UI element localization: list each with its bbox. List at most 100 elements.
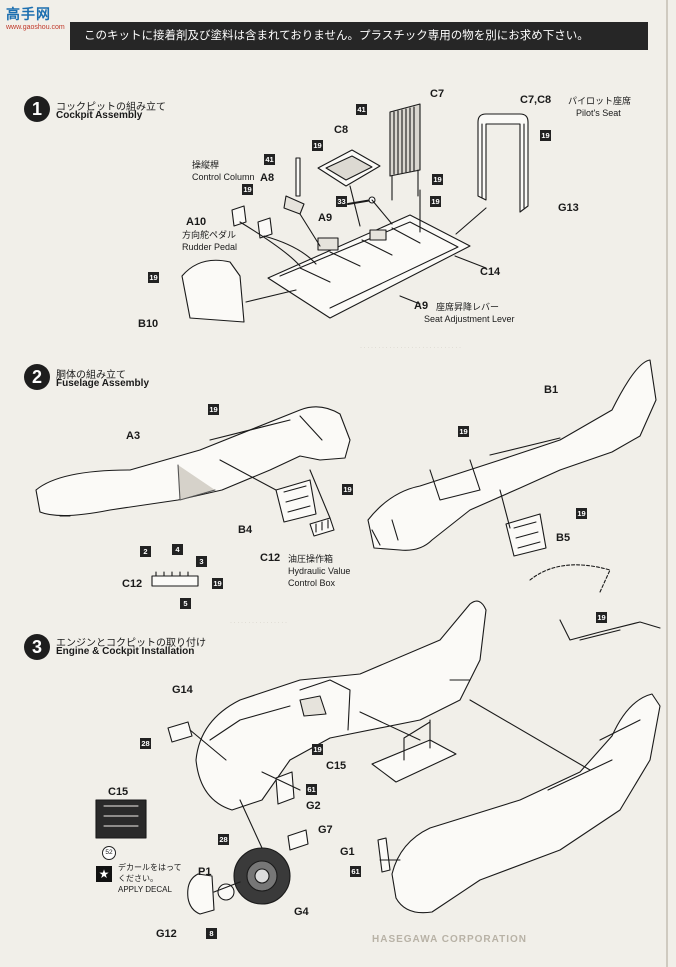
- colour-badge: 41: [264, 154, 275, 165]
- decal-jp-2: ください。: [118, 874, 158, 883]
- label-g12: G12: [156, 928, 177, 940]
- colour-badge: 19: [430, 196, 441, 207]
- colour-badge: 8: [206, 928, 217, 939]
- part-c15: [95, 799, 147, 839]
- rudder-pedal-jp: 方向舵ペダル: [182, 230, 237, 240]
- seat-lever-a9: [347, 199, 373, 205]
- label-p1: P1: [198, 866, 212, 878]
- colour-badge: 19: [432, 174, 443, 185]
- part-g14: [167, 721, 193, 743]
- bleed-text: · · · · · · · · · · · · · · · ·: [230, 620, 287, 626]
- colour-badge: 19: [458, 426, 469, 437]
- hydraulic-jp: 油圧操作箱: [288, 554, 334, 564]
- page-edge: [666, 0, 668, 967]
- pilot-seat-jp: パイロット座席: [568, 96, 632, 106]
- colour-badge: 4: [172, 544, 183, 555]
- fuselage-half-b1: [367, 359, 657, 551]
- colour-badge: 19: [148, 272, 159, 283]
- logo-text: 高手网: [6, 6, 51, 22]
- label-c7: C7: [430, 88, 445, 100]
- label-a10: A10: [186, 216, 207, 228]
- part-g2: [275, 771, 295, 805]
- label-b5: B5: [556, 532, 571, 544]
- cockpit-floor-c14: [267, 214, 471, 319]
- label-c15-exploded: C15: [108, 786, 129, 798]
- colour-badge: 3: [196, 556, 207, 567]
- rudder-pedal-en: Rudder Pedal: [182, 242, 238, 252]
- colour-badge: 2: [140, 546, 151, 557]
- logo-url: www.gaoshou.com: [6, 24, 65, 31]
- colour-badge: 19: [242, 184, 253, 195]
- site-logo[interactable]: 高手网 www.gaoshou.com: [6, 4, 76, 38]
- hydraulic-en-1: Hydraulic Value: [288, 566, 351, 576]
- seat-lever-en: Seat Adjustment Lever: [424, 314, 515, 324]
- label-a3: A3: [126, 430, 141, 442]
- colour-badge: 19: [576, 508, 587, 519]
- label-c12-exploded: C12: [122, 578, 143, 590]
- colour-badge: 28: [140, 738, 151, 749]
- seat-lever-jp: 座席昇降レバー: [436, 302, 500, 312]
- label-g4: G4: [294, 906, 309, 918]
- label-a8: A8: [260, 172, 275, 184]
- part-g7: [287, 829, 309, 851]
- label-c8: C8: [334, 124, 349, 136]
- decal-jp-1: デカールをはって: [118, 863, 182, 872]
- step3-title-jp: エンジンとコクピットの取り付け: [56, 638, 206, 649]
- pilot-seat-en: Pilot's Seat: [576, 108, 621, 118]
- colour-badge: 28: [218, 834, 229, 845]
- control-column-en: Control Column: [192, 172, 255, 182]
- colour-badge: 19: [312, 744, 323, 755]
- step1-title-jp: コックピットの組み立て: [56, 102, 166, 113]
- adhesive-notice-bar: このキットに接着剤及び塗料は含まれておりません。プラスチック専用の物を別にお求め…: [70, 22, 648, 50]
- aircraft-fuselage-right: [391, 693, 661, 914]
- decal-en: APPLY DECAL: [118, 885, 172, 894]
- rudder-pedal-a10: [231, 205, 247, 227]
- label-a9: A9: [318, 212, 333, 224]
- bleed-text: · · · · · · · · · · · · · · · · · · · · …: [360, 345, 461, 351]
- label-c15: C15: [326, 760, 347, 772]
- step-number-2: 2: [24, 364, 50, 390]
- colour-badge: 61: [306, 784, 317, 795]
- colour-badge: 19: [208, 404, 219, 415]
- colour-badge: 61: [350, 866, 361, 877]
- cockpit-module: [371, 739, 457, 783]
- part-c12-box: [151, 575, 199, 587]
- step2-title-jp: 胴体の組み立て: [56, 370, 126, 381]
- part-g1: [377, 837, 391, 873]
- label-g2: G2: [306, 800, 321, 812]
- colour-badge: 33: [336, 196, 347, 207]
- step2-title-en: Fuselage Assembly: [56, 378, 150, 389]
- maker-footer: HASEGAWA CORPORATION: [372, 934, 528, 945]
- step1-title-en: Cockpit Assembly: [56, 110, 143, 121]
- fuselage-half-a3: [35, 406, 351, 517]
- star-decal-icon: ★: [96, 866, 112, 882]
- colour-badge: 5: [180, 598, 191, 609]
- colour-badge: 19: [342, 484, 353, 495]
- step-number-1: 1: [24, 96, 50, 122]
- fuselage-assembly: [195, 600, 487, 811]
- control-column-a8: [295, 157, 301, 197]
- control-column-jp: 操縦桿: [192, 160, 220, 170]
- label-b1: B1: [544, 384, 559, 396]
- label-g13: G13: [558, 202, 579, 214]
- label-b10: B10: [138, 318, 159, 330]
- step-number-3: 3: [24, 634, 50, 660]
- part-b4: [275, 479, 317, 523]
- colour-badge: 19: [212, 578, 223, 589]
- canopy-outline: [529, 564, 611, 593]
- colour-badge: 19: [540, 130, 551, 141]
- seat-frame-g13: [477, 113, 529, 213]
- label-b4: B4: [238, 524, 253, 536]
- label-g1: G1: [340, 846, 355, 858]
- hydraulic-code: C12: [260, 552, 281, 564]
- hydraulic-en-2: Control Box: [288, 578, 336, 588]
- decal-number-badge: 52: [102, 846, 116, 860]
- step3-title-en: Engine & Cockpit Installation: [56, 646, 195, 657]
- pilot-seat-code: C7,C8: [520, 94, 552, 106]
- label-g14: G14: [172, 684, 193, 696]
- label-g7: G7: [318, 824, 333, 836]
- prop-hub-g12: [187, 873, 215, 915]
- bulkhead-b10: [181, 259, 245, 323]
